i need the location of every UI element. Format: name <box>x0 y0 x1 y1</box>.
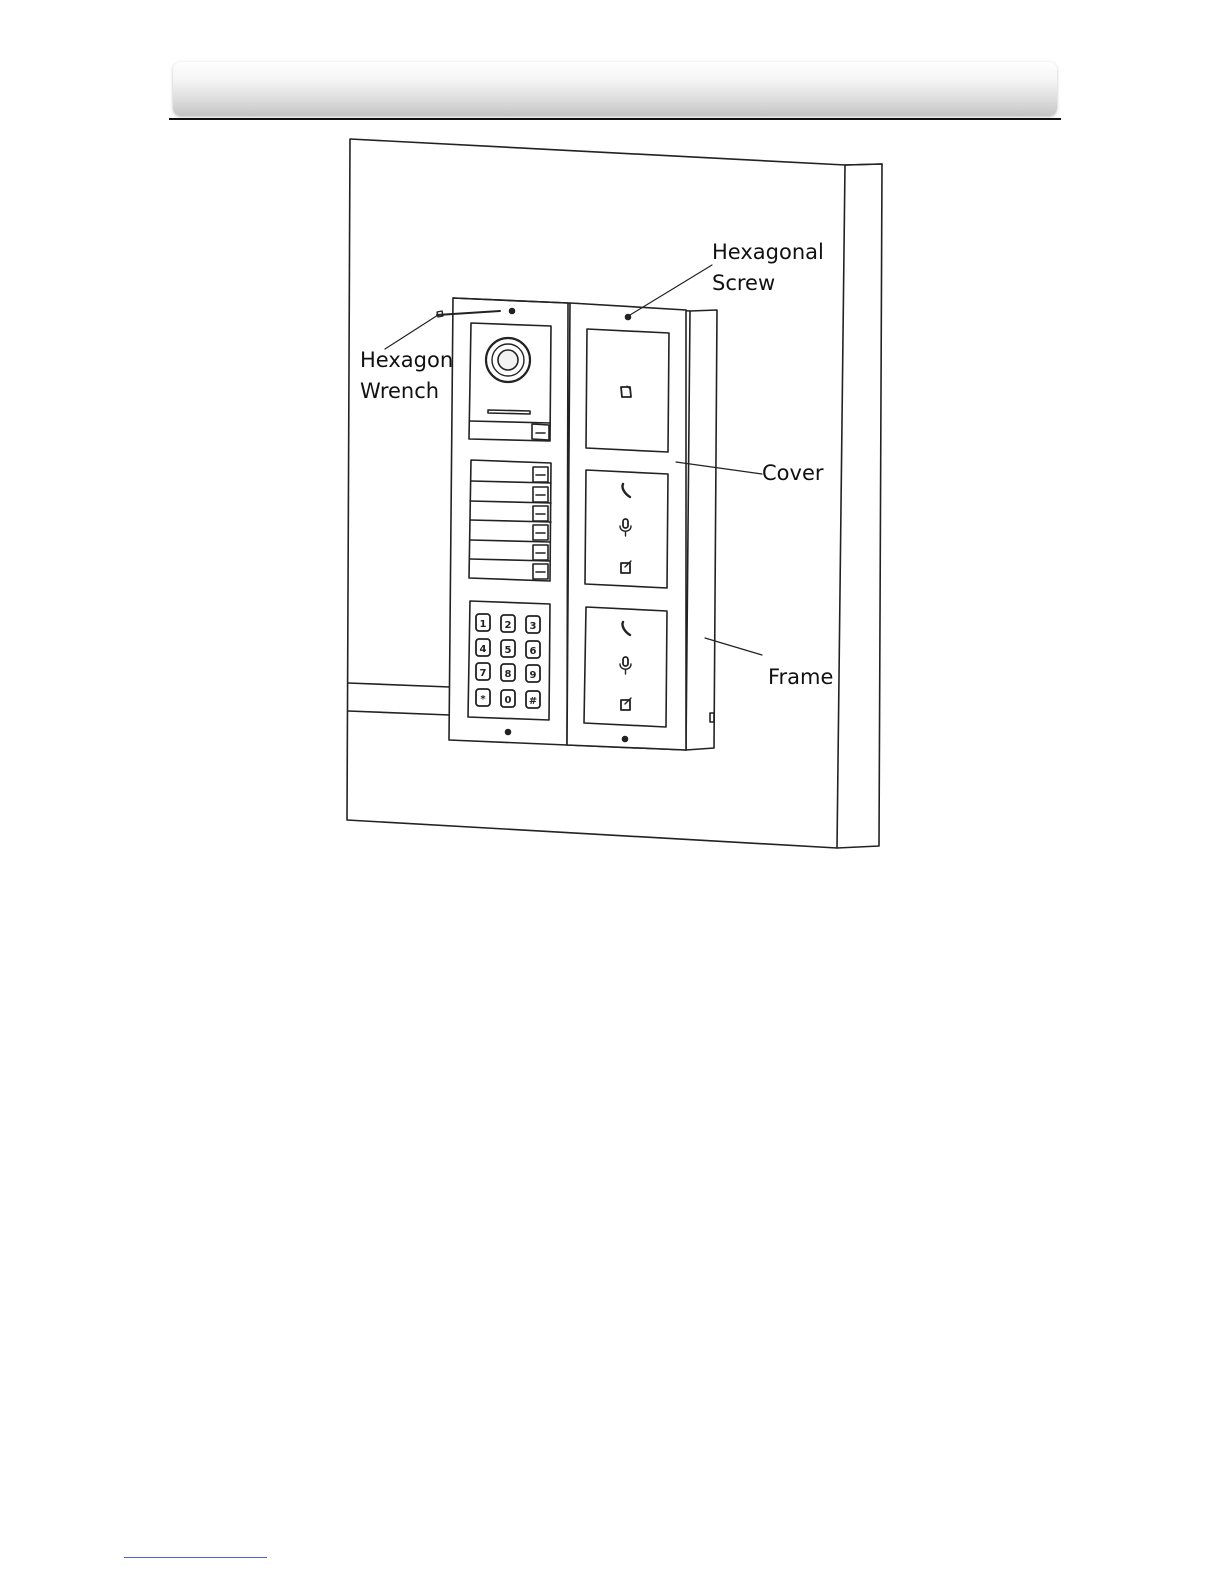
keypad-key-label: 0 <box>505 695 512 706</box>
label-hexagon-wrench: Hexagon Wrench <box>360 345 453 407</box>
keypad-key-label: 9 <box>530 670 537 681</box>
label-cover: Cover <box>762 458 824 489</box>
keypad-key-label: * <box>480 694 486 705</box>
label-hexagon-wrench-line2: Wrench <box>360 379 439 403</box>
label-hexagonal-screw: Hexagonal Screw <box>712 237 824 299</box>
cover-screw-bottom <box>623 737 628 742</box>
hexagonal-screw-top <box>510 309 515 314</box>
keypad-key-label: 6 <box>530 646 537 657</box>
keypad-key-label: 5 <box>505 645 512 656</box>
keypad-key-label: 3 <box>530 621 537 632</box>
cover <box>567 303 686 750</box>
keypad-key-label: 1 <box>480 619 487 630</box>
label-hexagonal-screw-line2: Screw <box>712 271 775 295</box>
keypad-key-label: 2 <box>505 620 512 631</box>
keypad-key-label: # <box>529 696 537 707</box>
label-hexagonal-screw-line1: Hexagonal <box>712 240 824 264</box>
label-hexagon-wrench-line1: Hexagon <box>360 348 453 372</box>
keypad-key-label: 4 <box>480 644 487 655</box>
camera-icon <box>486 338 530 382</box>
hexagonal-screw-bottom <box>506 730 511 735</box>
footer-link-rule <box>124 1557 267 1558</box>
keypad-key-label: 7 <box>480 668 487 679</box>
keypad-key-label: 8 <box>505 669 512 680</box>
left-module-column: 1 2 3 4 5 6 7 8 9 * 0 # <box>449 298 568 745</box>
label-frame: Frame <box>768 662 833 693</box>
